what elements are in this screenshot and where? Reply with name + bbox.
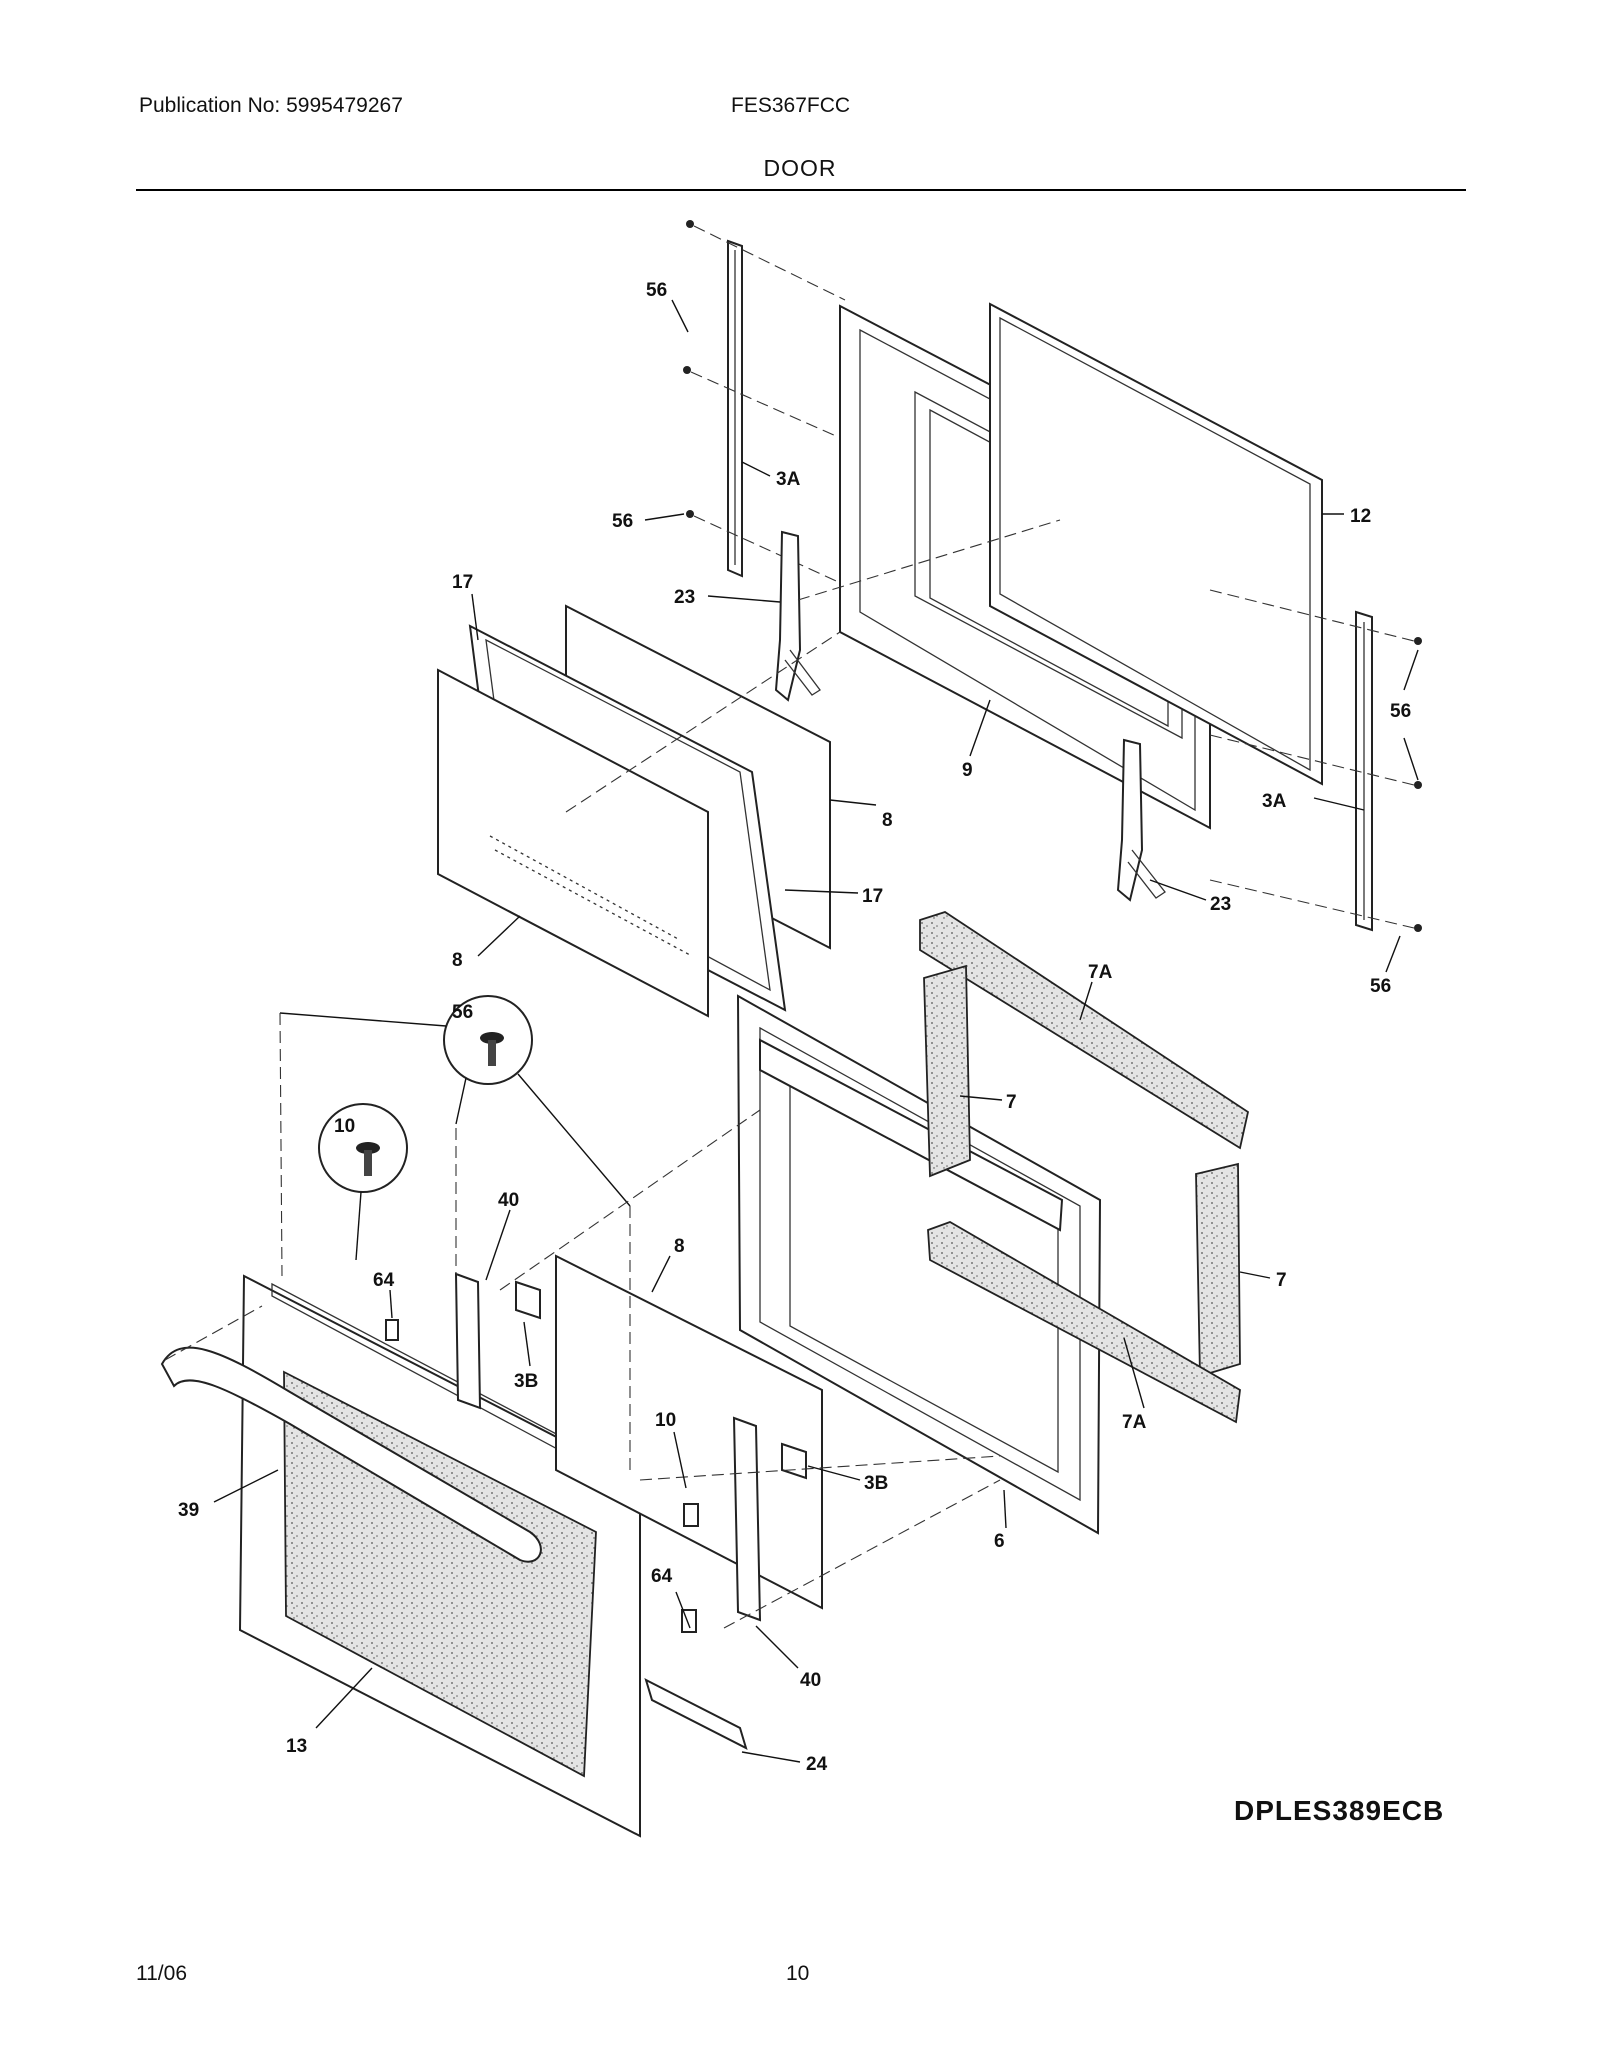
screw-56-right — [1414, 637, 1422, 932]
door-gasket-12 — [989, 302, 1323, 786]
screw-56-upper — [683, 220, 694, 518]
callout-64: 64 — [373, 1270, 395, 1291]
callout-9: 9 — [962, 760, 973, 781]
publication-number: Publication No: 5995479267 — [139, 94, 403, 117]
callout-8: 8 — [882, 810, 893, 831]
header-rule — [136, 189, 1466, 191]
callout-10-detail: 10 — [334, 1116, 355, 1137]
callout-3a: 3A — [1262, 791, 1287, 812]
publication-date: 11/06 — [136, 1962, 187, 1985]
callout-7: 7 — [1006, 1092, 1017, 1113]
hinge-23-left — [774, 530, 821, 702]
callout-56: 56 — [1370, 976, 1391, 997]
section-title: DOOR — [763, 155, 837, 181]
callout-3b: 3B — [514, 1371, 538, 1392]
callout-23: 23 — [674, 587, 695, 608]
clip-3b-right — [781, 1442, 807, 1480]
clip-3b-left — [515, 1280, 541, 1320]
insulation-7-left — [923, 964, 971, 1178]
callout-56: 56 — [646, 280, 667, 301]
callout-10: 10 — [655, 1410, 676, 1431]
callout-12: 12 — [1350, 506, 1371, 527]
callout-7: 7 — [1276, 1270, 1287, 1291]
callout-7a: 7A — [1088, 962, 1113, 983]
callout-3b: 3B — [864, 1473, 888, 1494]
callout-8: 8 — [674, 1236, 685, 1257]
page-number: 10 — [786, 1962, 810, 1985]
callout-23: 23 — [1210, 894, 1231, 915]
callout-7a: 7A — [1122, 1412, 1147, 1433]
callout-3a: 3A — [776, 469, 801, 490]
bottom-bracket-24 — [644, 1678, 748, 1750]
glass-panel-8-front — [437, 668, 709, 1018]
vent-bracket-40-right — [732, 1416, 762, 1622]
callout-40: 40 — [498, 1190, 519, 1211]
callout-24: 24 — [806, 1754, 828, 1775]
hinge-23-right — [1116, 738, 1166, 902]
detail-circle-10 — [318, 1103, 408, 1193]
callout-64: 64 — [651, 1566, 673, 1587]
callout-56: 56 — [1390, 701, 1411, 722]
model-number: FES367FCC — [731, 94, 851, 117]
callout-17: 17 — [862, 886, 883, 907]
insulation-7a-bottom — [927, 1221, 1241, 1424]
handle-39 — [160, 1346, 542, 1563]
diagram-code: DPLES389ECB — [1234, 1795, 1445, 1826]
insulation-7a-top — [919, 911, 1250, 1150]
hinge-channel-3a-left — [727, 239, 743, 578]
insulation-7-right — [1195, 1162, 1241, 1378]
callout-40: 40 — [800, 1670, 821, 1691]
callout-39: 39 — [178, 1500, 199, 1521]
callout-6: 6 — [994, 1531, 1005, 1552]
callout-13: 13 — [286, 1736, 307, 1757]
callout-56-detail: 56 — [452, 1002, 473, 1023]
callout-56: 56 — [612, 511, 633, 532]
callout-17: 17 — [452, 572, 473, 593]
hinge-channel-3a-right — [1355, 610, 1373, 932]
vent-bracket-40-left — [454, 1272, 482, 1410]
detail-circle-56 — [443, 995, 533, 1085]
callout-8: 8 — [452, 950, 463, 971]
